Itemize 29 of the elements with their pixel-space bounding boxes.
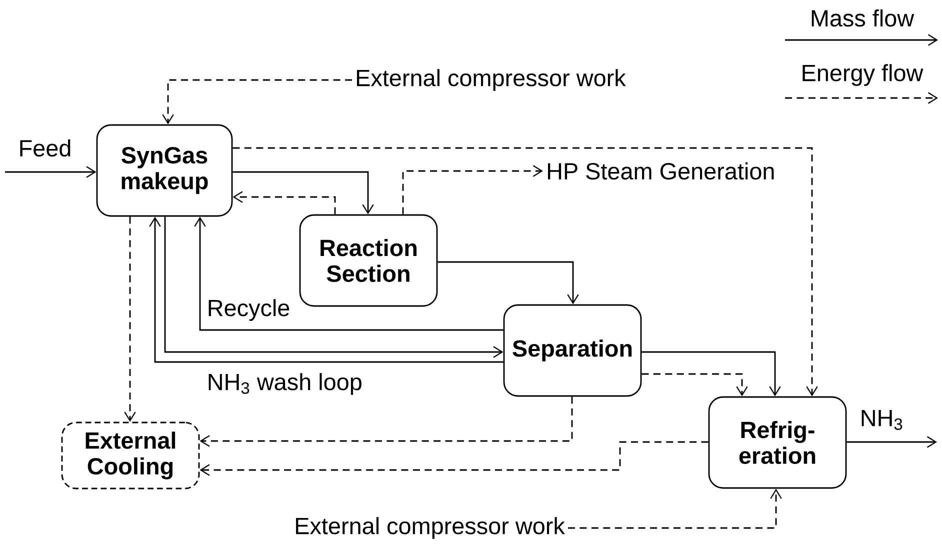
arrow xyxy=(438,261,579,304)
process-box: External Cooling xyxy=(61,422,200,490)
flow-label: External compressor work xyxy=(356,69,626,91)
arrow xyxy=(232,171,374,214)
edge-label: Feed xyxy=(20,139,70,157)
arrow xyxy=(200,441,708,476)
edge-label: NH$_{3}$ xyxy=(862,410,902,430)
flow-label: HP Steam Generation xyxy=(548,162,774,180)
legend-label: Energy flow xyxy=(802,64,924,86)
arrow xyxy=(124,216,136,422)
legend-label: Mass flow xyxy=(812,9,914,27)
process-box: Separation xyxy=(503,304,642,397)
arrow xyxy=(162,79,352,124)
arrow xyxy=(568,488,782,529)
arrow xyxy=(194,216,504,331)
arrow xyxy=(402,165,543,214)
arrow xyxy=(200,396,573,447)
process-box: Reaction Section xyxy=(299,214,438,307)
flow-label: External compressor work xyxy=(296,517,565,539)
process-box: SynGas makeup xyxy=(96,124,233,217)
edge-label: Recycle xyxy=(208,299,290,321)
process-box: Refrig- eration xyxy=(708,396,847,489)
arrow xyxy=(232,147,818,396)
edge-label: NH$_{3}$ wash loop xyxy=(208,373,362,395)
arrow xyxy=(642,351,781,396)
arrow xyxy=(846,436,937,448)
arrow xyxy=(232,191,336,214)
arrow xyxy=(5,166,96,178)
arrow xyxy=(642,373,748,396)
